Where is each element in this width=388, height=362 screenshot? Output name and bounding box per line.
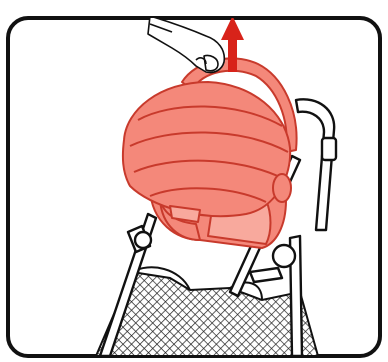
- lift-car-seat-illustration: [0, 0, 388, 362]
- instruction-diagram: [0, 0, 388, 362]
